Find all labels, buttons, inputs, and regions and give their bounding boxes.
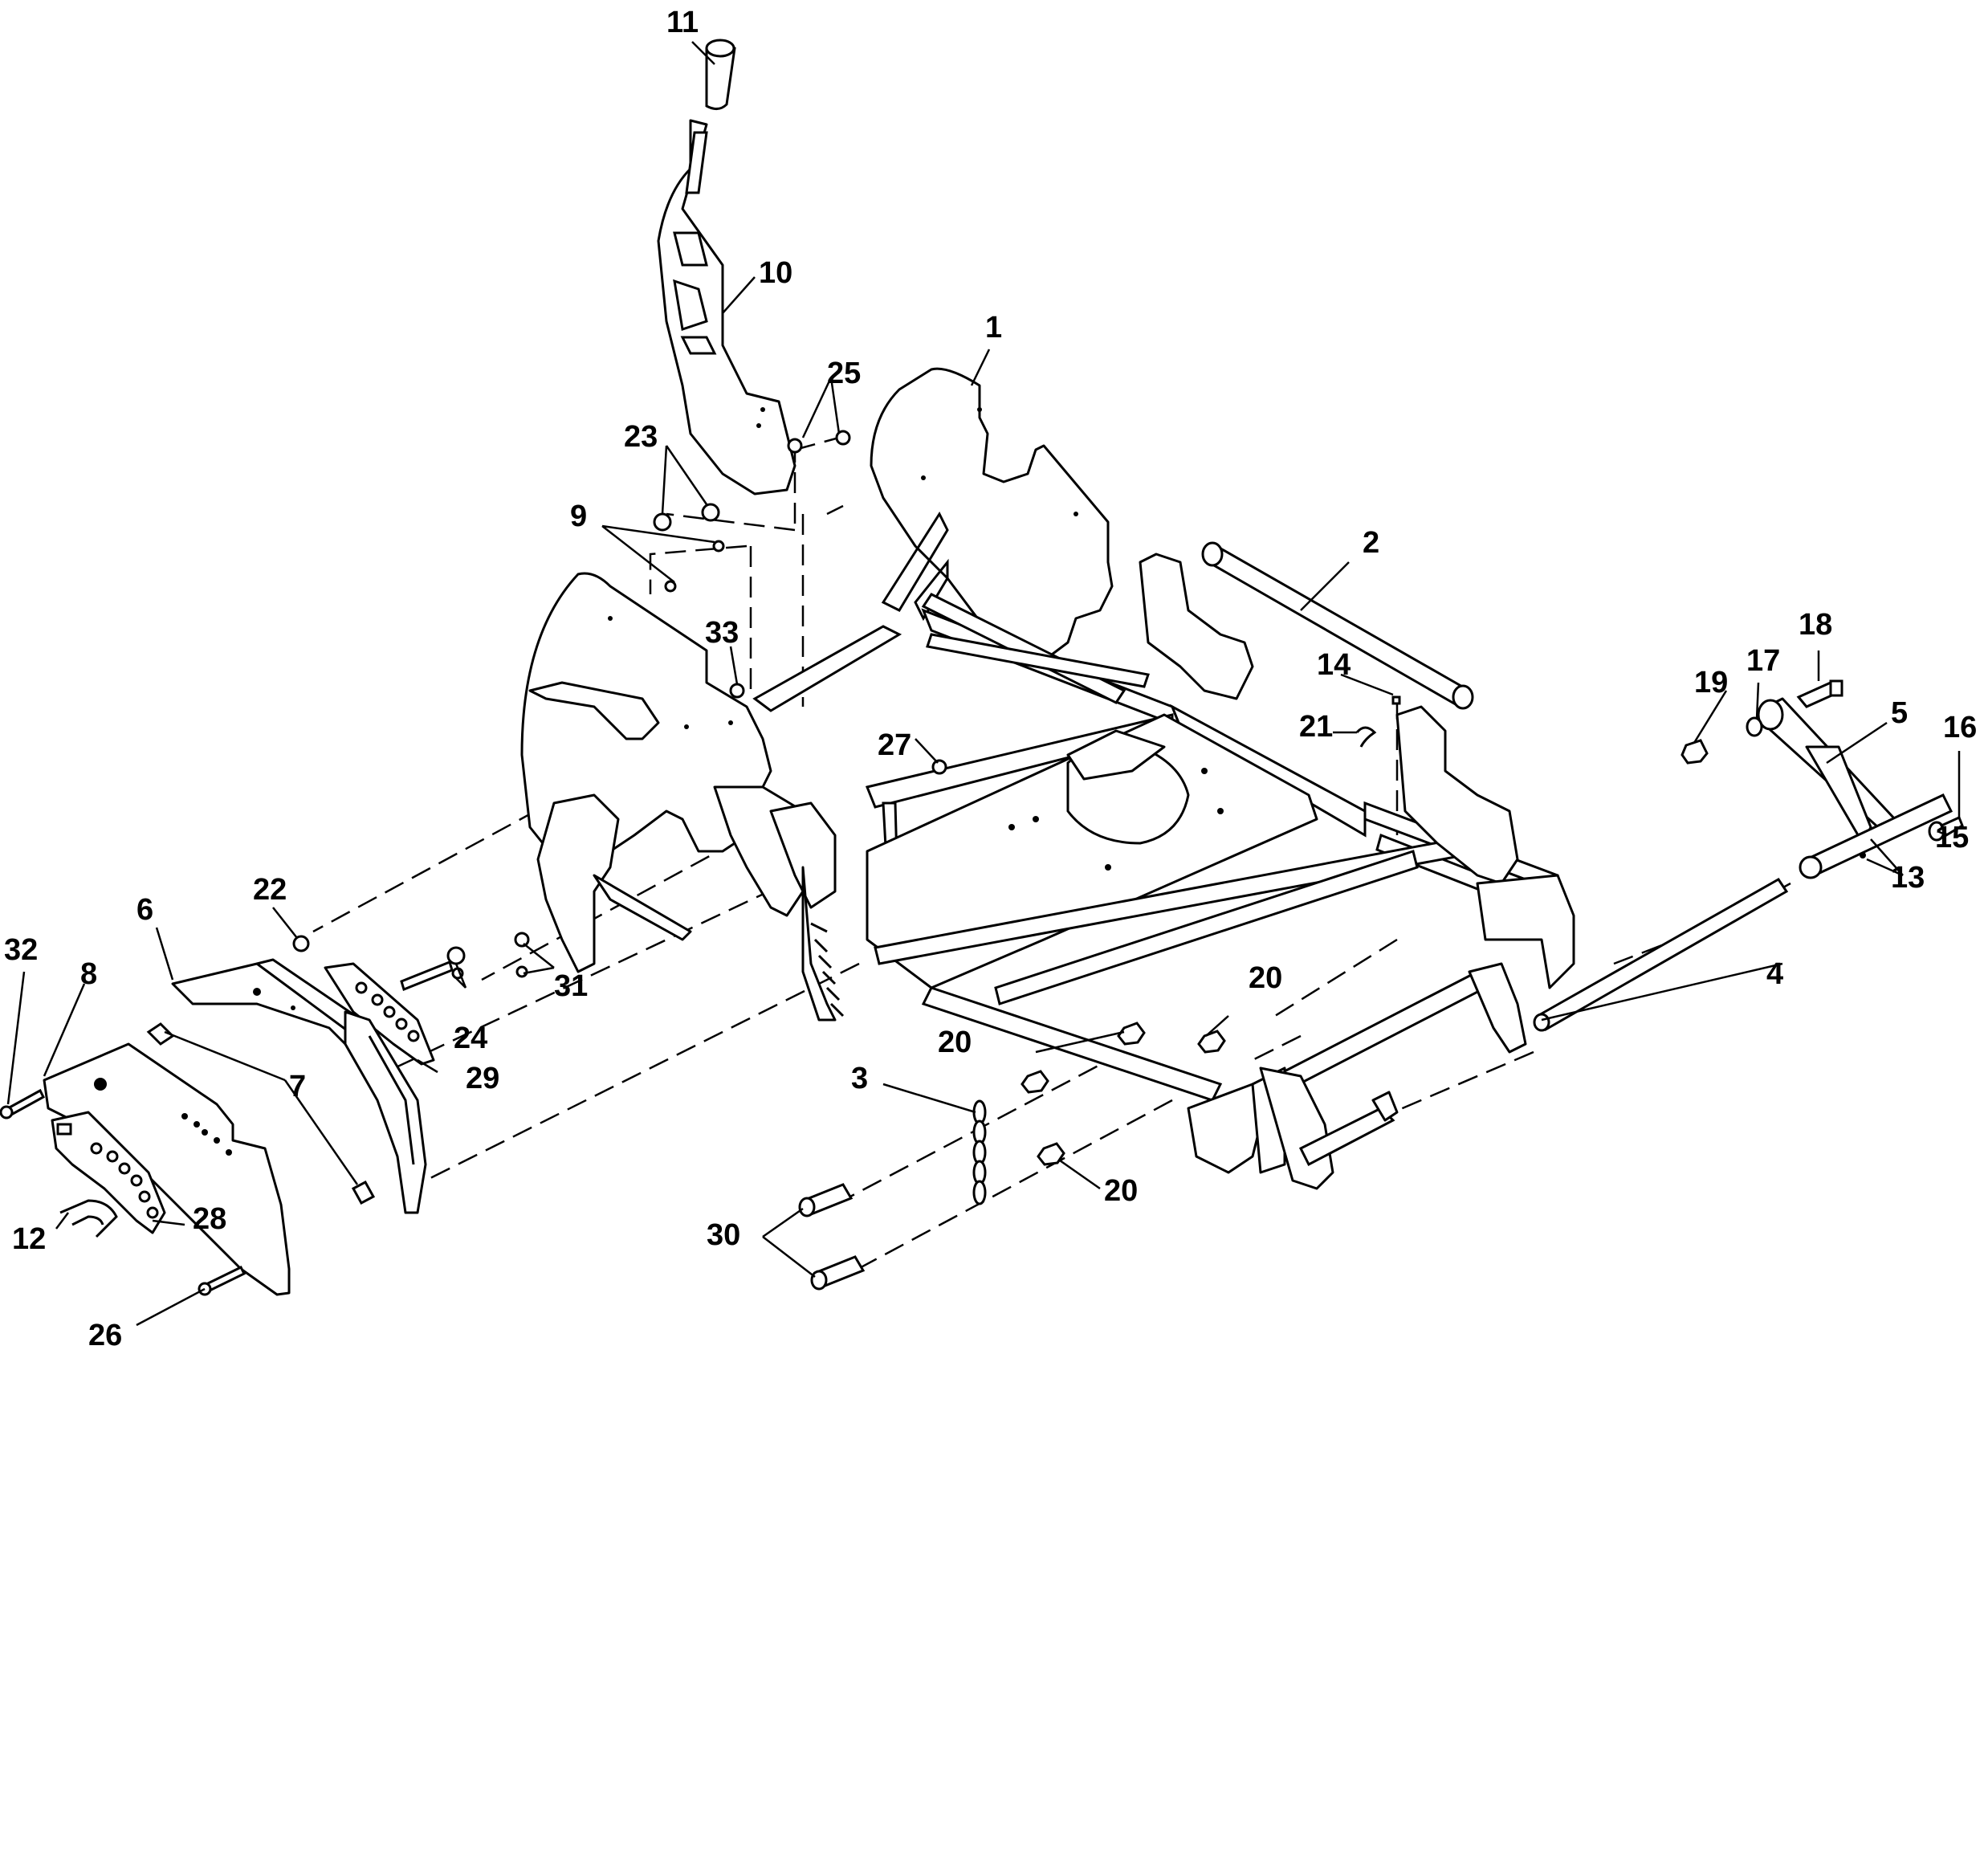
hardware-right: [1355, 679, 1964, 858]
callout-11: 11: [666, 6, 699, 39]
callout-32: 32: [4, 933, 38, 967]
callout-30: 30: [707, 1218, 740, 1252]
hardware-upper: [653, 430, 947, 775]
leader-lines: [6, 41, 1961, 1327]
main-frame: [520, 367, 1575, 1190]
callout-20c: 20: [1104, 1174, 1138, 1208]
callout-24: 24: [454, 1022, 487, 1055]
callout-21: 21: [1299, 710, 1333, 744]
part-5-lever: [1757, 697, 1953, 879]
part-2-rod: [1201, 541, 1474, 710]
callout-19: 19: [1694, 666, 1728, 699]
part-11-grip: [685, 39, 736, 194]
callout-29: 29: [466, 1062, 499, 1095]
callout-31: 31: [554, 969, 588, 1003]
callout-27: 27: [878, 728, 911, 762]
part-30-pins: [798, 1183, 866, 1291]
callout-1: 1: [985, 311, 1002, 345]
part-28-decal: [51, 1111, 166, 1234]
callout-9: 9: [570, 500, 587, 533]
callout-labels: 11 10 1 25 23 9 2 33 18 14 17 19 5 21 16…: [4, 6, 1977, 1352]
callout-8: 8: [80, 957, 97, 991]
part-3-chain: [972, 1099, 987, 1205]
callout-13: 13: [1891, 861, 1925, 895]
callout-17: 17: [1746, 644, 1780, 678]
callout-15: 15: [1935, 821, 1969, 854]
callout-20b: 20: [938, 1026, 972, 1059]
part-29-bracket: [324, 962, 435, 1066]
callout-4: 4: [1766, 957, 1783, 991]
callout-33: 33: [705, 616, 739, 650]
callout-18: 18: [1799, 608, 1832, 642]
callout-14: 14: [1317, 648, 1351, 682]
part-10-handle-lever: [657, 119, 796, 496]
part-20-nuts: [1021, 1022, 1226, 1166]
callout-16: 16: [1943, 711, 1977, 744]
callout-20a: 20: [1249, 961, 1282, 995]
callout-23: 23: [624, 420, 658, 454]
part-12-handle: [59, 1199, 118, 1238]
callout-26: 26: [88, 1319, 122, 1352]
callout-7: 7: [289, 1070, 306, 1103]
callout-28: 28: [193, 1202, 226, 1236]
hardware-left: [0, 932, 530, 1296]
callout-3: 3: [851, 1062, 868, 1095]
callout-5: 5: [1891, 696, 1908, 730]
callout-22: 22: [253, 873, 287, 907]
callout-25: 25: [827, 357, 861, 390]
callout-6: 6: [136, 893, 153, 927]
callout-12: 12: [12, 1222, 46, 1256]
callout-10: 10: [759, 256, 792, 290]
part-6b-guard: [344, 1010, 427, 1214]
callout-2: 2: [1363, 526, 1379, 560]
